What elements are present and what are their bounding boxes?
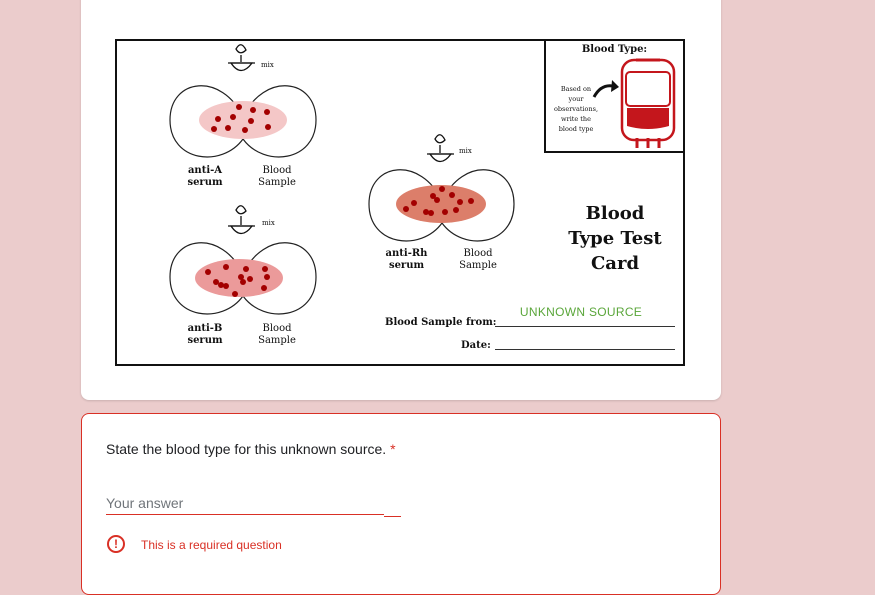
required-asterisk: * [390, 441, 396, 457]
answer-input[interactable] [106, 492, 384, 515]
answer-underline [384, 516, 401, 517]
date-label: Date: [461, 340, 491, 351]
sample-from-value: UNKNOWN SOURCE [519, 305, 643, 319]
blood-type-test-card [115, 39, 685, 366]
blood-type-box-title: Blood Type: [581, 44, 648, 55]
anti-rh-test-slide [368, 169, 515, 242]
error-message: This is a required question [141, 538, 282, 552]
mix-label: mix [261, 61, 274, 69]
anti-b-test-slide [169, 242, 317, 315]
card-title: Blood Type Test Card [568, 203, 662, 274]
error-icon: ! [107, 535, 125, 553]
question-title: State the blood type for this unknown so… [106, 441, 396, 457]
date-line [495, 349, 675, 350]
mix-bowl-icon [228, 44, 454, 235]
mix-label: mix [262, 219, 275, 227]
blood-type-box-note: Based on your observations, write the bl… [553, 85, 599, 133]
anti-a-test-slide [169, 85, 317, 158]
sample-from-label: Blood Sample from: [385, 317, 497, 328]
sample-from-line [495, 326, 675, 327]
mix-label: mix [459, 147, 472, 155]
